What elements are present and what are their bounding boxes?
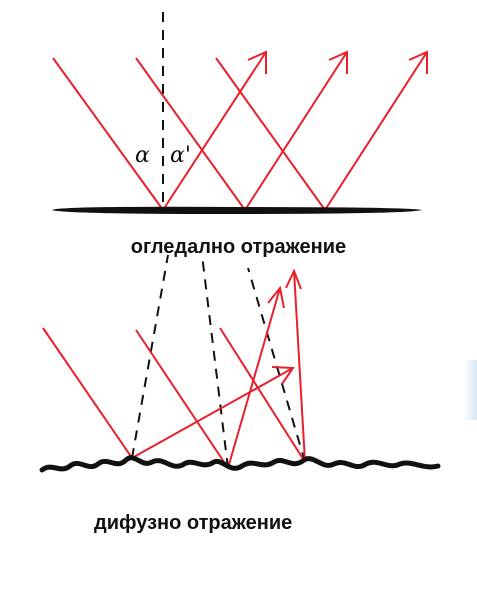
specular-reflection: α α' <box>52 12 428 214</box>
diffuse-reflected-ray-2 <box>227 287 281 469</box>
arrowhead-1 <box>247 50 267 74</box>
arrowhead-2 <box>328 50 348 74</box>
angle-reflection-label: α' <box>170 143 191 168</box>
diffuse-incident-ray-1 <box>42 327 133 459</box>
mirror-surface <box>52 206 422 214</box>
diffuse-reflected-ray-1 <box>131 367 294 459</box>
reflected-ray-3 <box>324 51 428 211</box>
diffuse-incident-ray-2 <box>135 329 229 469</box>
diffuse-arrowhead-1 <box>271 366 295 385</box>
diffuse-reflection <box>39 254 441 473</box>
diffuse-incident-ray-3 <box>219 327 306 463</box>
reflected-ray-2 <box>244 51 348 211</box>
incident-ray-1 <box>52 57 164 211</box>
incident-ray-3 <box>215 57 326 211</box>
edge-shading <box>463 360 477 420</box>
diffuse-arrowhead-3 <box>285 268 302 290</box>
rough-surface <box>39 455 441 473</box>
diffuse-caption: дифузно отражение <box>94 512 293 534</box>
angle-incidence-label: α <box>135 143 150 168</box>
diffuse-arrowhead-2 <box>267 285 285 309</box>
reflected-ray-1 <box>162 51 267 211</box>
diffuse-reflected-ray-3 <box>293 270 306 463</box>
normal-line-3 <box>247 267 306 463</box>
specular-caption: огледално отражение <box>130 236 347 258</box>
normal-line-1 <box>131 254 169 459</box>
incident-ray-2 <box>135 57 246 211</box>
arrowhead-3 <box>408 50 428 74</box>
